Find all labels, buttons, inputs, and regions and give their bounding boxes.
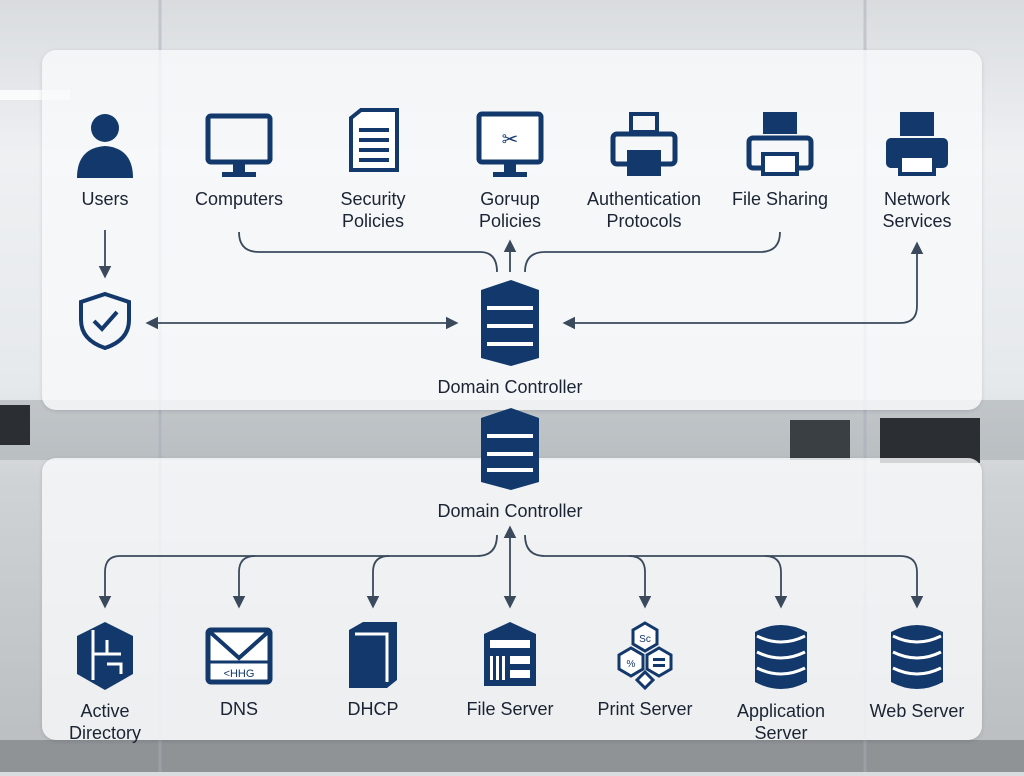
printer-icon [886, 112, 948, 176]
file-server-icon [484, 622, 536, 686]
svg-text:✂: ✂ [502, 129, 519, 151]
node-file-server[interactable]: File Server [440, 620, 580, 720]
printer-icon [746, 112, 814, 176]
node-label: DHCP [347, 699, 399, 719]
envelope-icon: <HHG [205, 627, 273, 685]
filesharing-connector [524, 231, 781, 273]
network-dc-arrow [562, 241, 924, 330]
monitor-icon [205, 113, 273, 177]
database-icon [891, 625, 943, 689]
node-label: Network Services [882, 189, 952, 231]
active-directory-icon [77, 622, 133, 690]
monitor-policy-icon: ✂ [476, 111, 544, 177]
node-authentication-protocols[interactable]: Authentication Protocols [574, 110, 714, 232]
svg-text:Sc: Sc [639, 634, 651, 645]
node-label: Domain Controller [437, 377, 583, 397]
node-domain-controller-1[interactable]: Domain Controller [410, 278, 610, 398]
shield-check-icon [79, 291, 131, 351]
database-icon [755, 625, 807, 689]
dhcp-arrow [366, 555, 390, 609]
dns-arrow [232, 555, 256, 609]
dc-right-branch [524, 534, 924, 609]
node-web-server[interactable]: Web Server [847, 622, 987, 722]
node-label: DNS [219, 699, 258, 719]
server-icon [481, 408, 539, 490]
node-label: Security Policies [340, 189, 406, 231]
node-label: File Server [466, 699, 554, 719]
node-users[interactable]: Users [35, 110, 175, 210]
node-active-directory[interactable]: Active Directory [35, 620, 175, 744]
node-application-server[interactable]: Application Server [711, 622, 851, 744]
node-computers[interactable]: Computers [169, 110, 309, 210]
hexagon-cluster-icon: Sc% [617, 621, 673, 690]
node-label: File Sharing [731, 189, 829, 209]
dc-left-branch [98, 534, 498, 609]
svg-text:%: % [627, 659, 636, 670]
server-icon [481, 280, 539, 366]
app-server-arrow [764, 555, 788, 609]
node-label: Active Directory [68, 701, 141, 743]
node-domain-controller-2[interactable]: Domain Controller [410, 406, 610, 522]
computers-connector [238, 231, 498, 273]
node-label: Authentication Protocols [586, 189, 702, 231]
node-label: Computers [194, 189, 284, 209]
printer-icon [610, 112, 678, 176]
node-label: Web Server [869, 701, 965, 721]
print-server-arrow [628, 555, 652, 609]
node-network-services[interactable]: Network Services [847, 110, 987, 232]
node-group-policies[interactable]: ✂ Gorчup Policies [440, 110, 580, 232]
node-label: Domain Controller [437, 501, 583, 521]
node-file-sharing[interactable]: File Sharing [710, 110, 850, 210]
server-tower-icon [349, 622, 397, 688]
node-shield[interactable] [35, 290, 175, 360]
node-label: Application Server [736, 701, 826, 743]
user-icon [77, 114, 133, 178]
node-label: Users [81, 189, 129, 209]
node-label: Print Server [597, 699, 693, 719]
svg-text:<HHG: <HHG [224, 668, 255, 680]
document-icon [349, 108, 399, 172]
node-print-server[interactable]: Sc% Print Server [575, 620, 715, 720]
node-label: Gorчup Policies [478, 189, 542, 231]
node-dns[interactable]: <HHG DNS [169, 624, 309, 720]
node-security-policies[interactable]: Security Policies [303, 108, 443, 232]
node-dhcp[interactable]: DHCP [303, 620, 443, 720]
